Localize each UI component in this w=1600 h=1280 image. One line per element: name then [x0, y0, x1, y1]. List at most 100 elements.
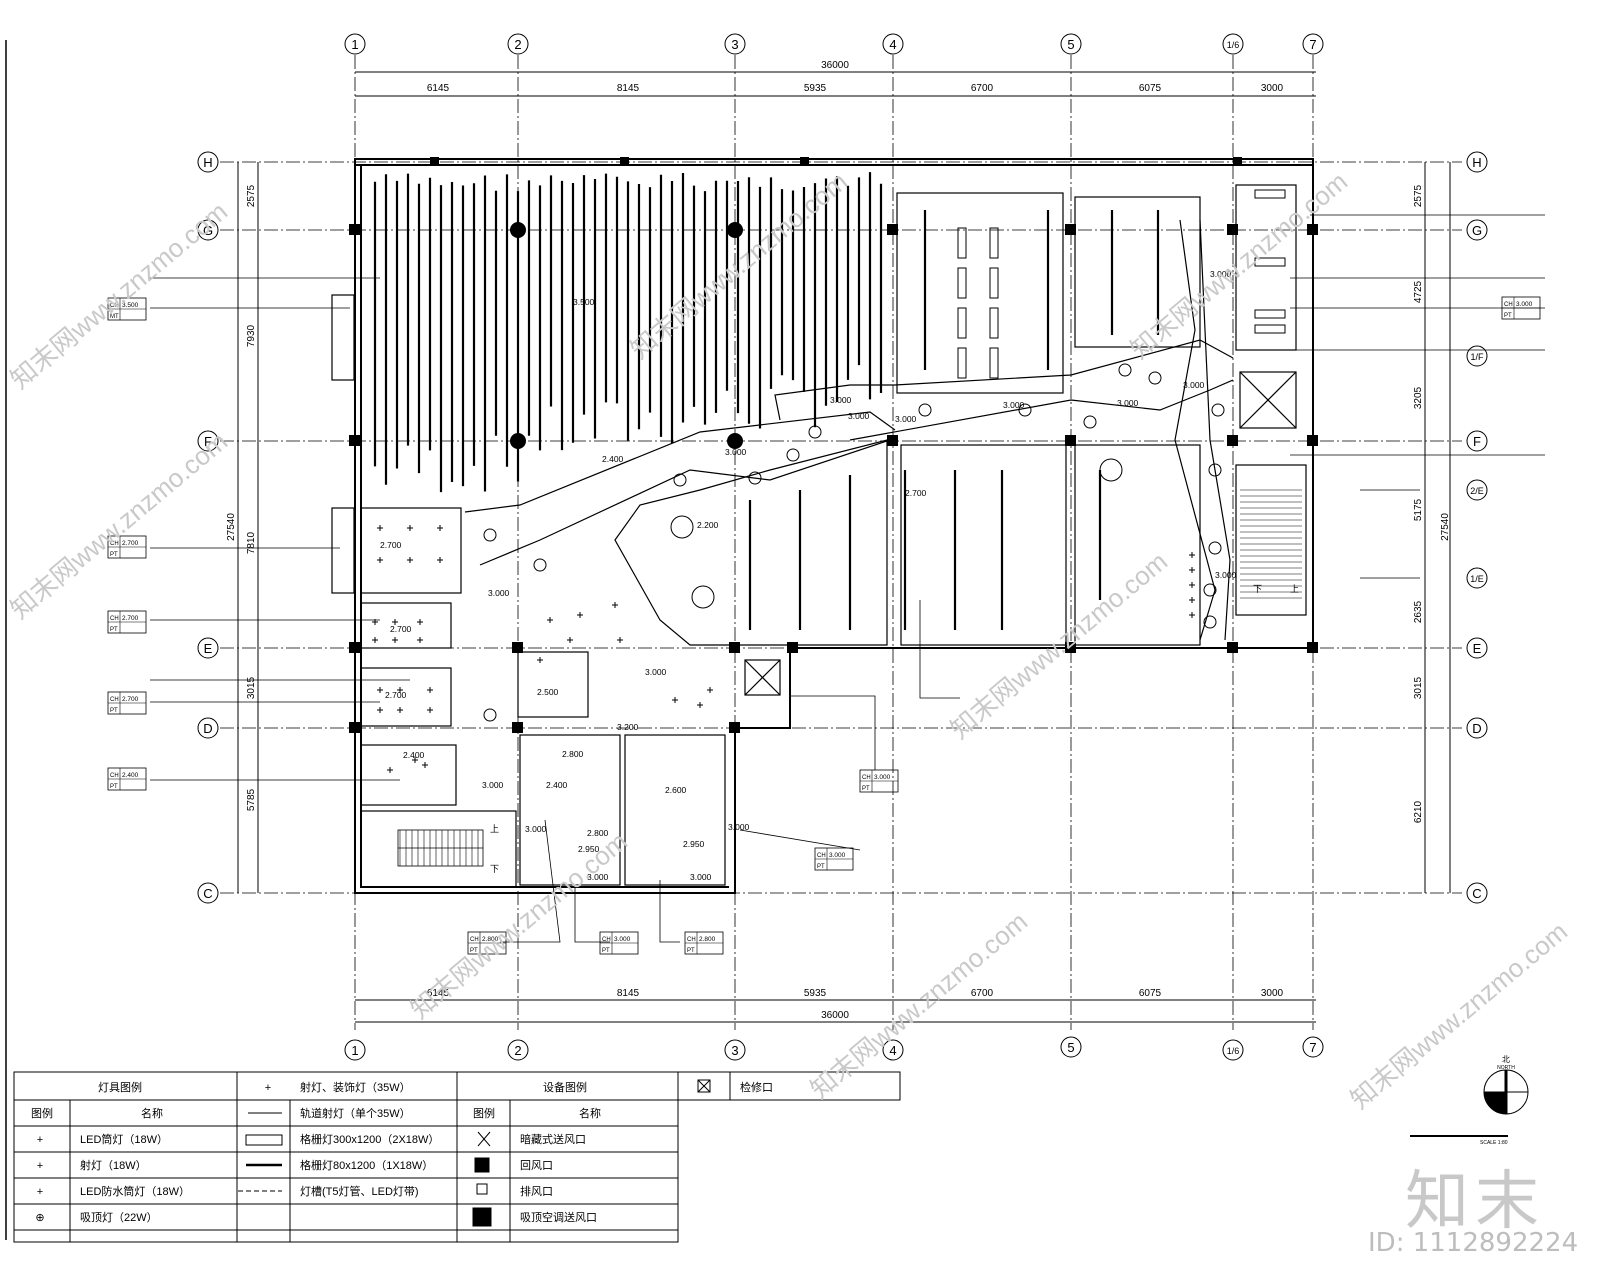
dim-total-bottom: 36000 [821, 1010, 849, 1021]
row-bubble-r1F: 1/F [1470, 352, 1484, 362]
tag-key: PT [470, 948, 478, 954]
col-bubble-4: 4 [889, 37, 896, 52]
legend-name: 灯槽(T5灯管、LED灯带) [300, 1184, 419, 1198]
legend-name: 吸顶空调送风口 [520, 1210, 597, 1224]
row-bubble-F: F [204, 434, 212, 449]
dim-left-1: 2575 [246, 184, 257, 207]
legend-col-symbol: 图例 [31, 1106, 53, 1120]
height-label: 2.400 [546, 780, 568, 790]
stair-up-right: 上 [1290, 584, 1299, 594]
dim-bspan-2: 8145 [617, 988, 640, 999]
row-bubble-rG: G [1472, 223, 1482, 238]
dim-left-2: 7930 [246, 324, 257, 347]
tag-key: CH [602, 937, 611, 943]
tag-key: CH [110, 541, 119, 547]
dim-bspan-4: 6700 [971, 988, 994, 999]
col-bubble-1: 1 [351, 37, 358, 52]
watermark-text: 知末网www.znzmo.com [1345, 916, 1573, 1114]
row-bubble-r2E: 2/E [1470, 486, 1484, 496]
tag-key: CH [817, 853, 826, 859]
legend-col-name2: 名称 [579, 1106, 601, 1120]
dim-right-3: 3205 [1413, 386, 1424, 409]
height-label: 3.000 [1003, 400, 1025, 410]
col-bubble-b2: 2 [514, 1043, 521, 1058]
height-label: 3.000 [587, 872, 609, 882]
col-bubble-7: 7 [1309, 37, 1316, 52]
height-label: 2.800 [562, 749, 584, 759]
height-label: 3.000 [1183, 380, 1205, 390]
legend-symbol: + [37, 1186, 43, 1198]
scale-label: SCALE 1:80 [1480, 1140, 1508, 1146]
height-label: 2.950 [578, 844, 600, 854]
dim-total-top: 36000 [821, 60, 849, 71]
height-label: 3.000 [482, 780, 504, 790]
dim-right-1: 2575 [1413, 184, 1424, 207]
ceiling-heights: 3.500 2.400 3.000 2.700 2.200 3.000 2.50… [380, 269, 1237, 882]
tag-value: 2.800 [699, 936, 716, 943]
legend-name: 排风口 [520, 1184, 553, 1198]
grid-bubbles-left: H G F E D C [197, 151, 219, 904]
tag-value: 3.500 [122, 302, 139, 309]
legend-name: 格栅灯300x1200（2X18W） [300, 1132, 439, 1146]
legend-name: 轨道射灯（单个35W） [300, 1106, 411, 1120]
linear-slot-lights [373, 172, 883, 493]
legend-symbol: + [265, 1082, 271, 1094]
stair-up-left: 上 [490, 824, 499, 834]
dim-right-total: 27540 [1440, 513, 1451, 541]
tag-key: PT [110, 784, 118, 790]
height-label: 2.700 [385, 690, 407, 700]
height-label: 3.000 [728, 822, 750, 832]
dim-right-5: 2635 [1413, 600, 1424, 623]
height-label: 3.000 [1215, 570, 1237, 580]
watermark-text: 知末网www.znzmo.com [805, 906, 1033, 1104]
height-label: 2.500 [537, 687, 559, 697]
legend-lamp-title: 灯具图例 [98, 1080, 142, 1094]
tag-key: PT [110, 552, 118, 558]
row-bubble-C: C [203, 886, 212, 901]
dim-right-4: 5175 [1413, 498, 1424, 521]
axis-lines [220, 55, 1462, 1030]
legend-name: 射灯（18W） [80, 1158, 147, 1172]
height-label: 2.200 [697, 520, 719, 530]
tag-key: PT [817, 864, 825, 870]
height-label: 2.800 [587, 828, 609, 838]
stair-down-right: 下 [1253, 584, 1262, 594]
tag-value: 2.800 [482, 936, 499, 943]
legend-name: 格栅灯80x1200（1X18W） [300, 1158, 433, 1172]
col-bubble-5: 5 [1067, 37, 1074, 52]
tag-key: CH [110, 697, 119, 703]
legend-name: LED防水筒灯（18W） [80, 1184, 190, 1198]
tag-value: 2.700 [122, 696, 139, 703]
col-bubble-b7: 7 [1309, 1040, 1316, 1055]
grille-lights [957, 189, 1286, 379]
row-bubble-E: E [204, 641, 213, 656]
north-en-label: NORTH [1497, 1065, 1515, 1071]
strip-lights [748, 210, 1160, 630]
tag-key: PT [110, 627, 118, 633]
tag-key: MT [110, 314, 119, 320]
tag-key: CH [110, 616, 119, 622]
dim-span-3: 5935 [804, 83, 827, 94]
height-label: 3.000 [1210, 269, 1232, 279]
dim-left-5: 5785 [246, 788, 257, 811]
grid-bubbles-top: 1 2 3 4 5 1/6 7 [344, 33, 1324, 55]
dim-span-2: 8145 [617, 83, 640, 94]
legend-name: 回风口 [520, 1159, 553, 1172]
legend-symbols [238, 1079, 711, 1227]
tag-value: 3.000 [874, 774, 891, 781]
dim-right-6: 3015 [1413, 676, 1424, 699]
dim-bspan-5: 6075 [1139, 988, 1162, 999]
height-label: 2.400 [602, 454, 624, 464]
tag-value: 3.000 [614, 936, 631, 943]
dim-left-3: 7810 [246, 531, 257, 554]
watermark-text: 知末网www.znzmo.com [5, 196, 233, 394]
col-bubble-b5: 5 [1067, 1040, 1074, 1055]
legend-text: 灯具图例 设备图例 图例 名称 图例 名称 + LED筒灯（18W） + 射灯（… [31, 1080, 773, 1224]
height-label: 3.000 [895, 414, 917, 424]
height-label: 3.000 [725, 447, 747, 457]
row-bubble-rE: E [1473, 641, 1482, 656]
dim-bspan-3: 5935 [804, 988, 827, 999]
room-outlines [331, 184, 1307, 888]
